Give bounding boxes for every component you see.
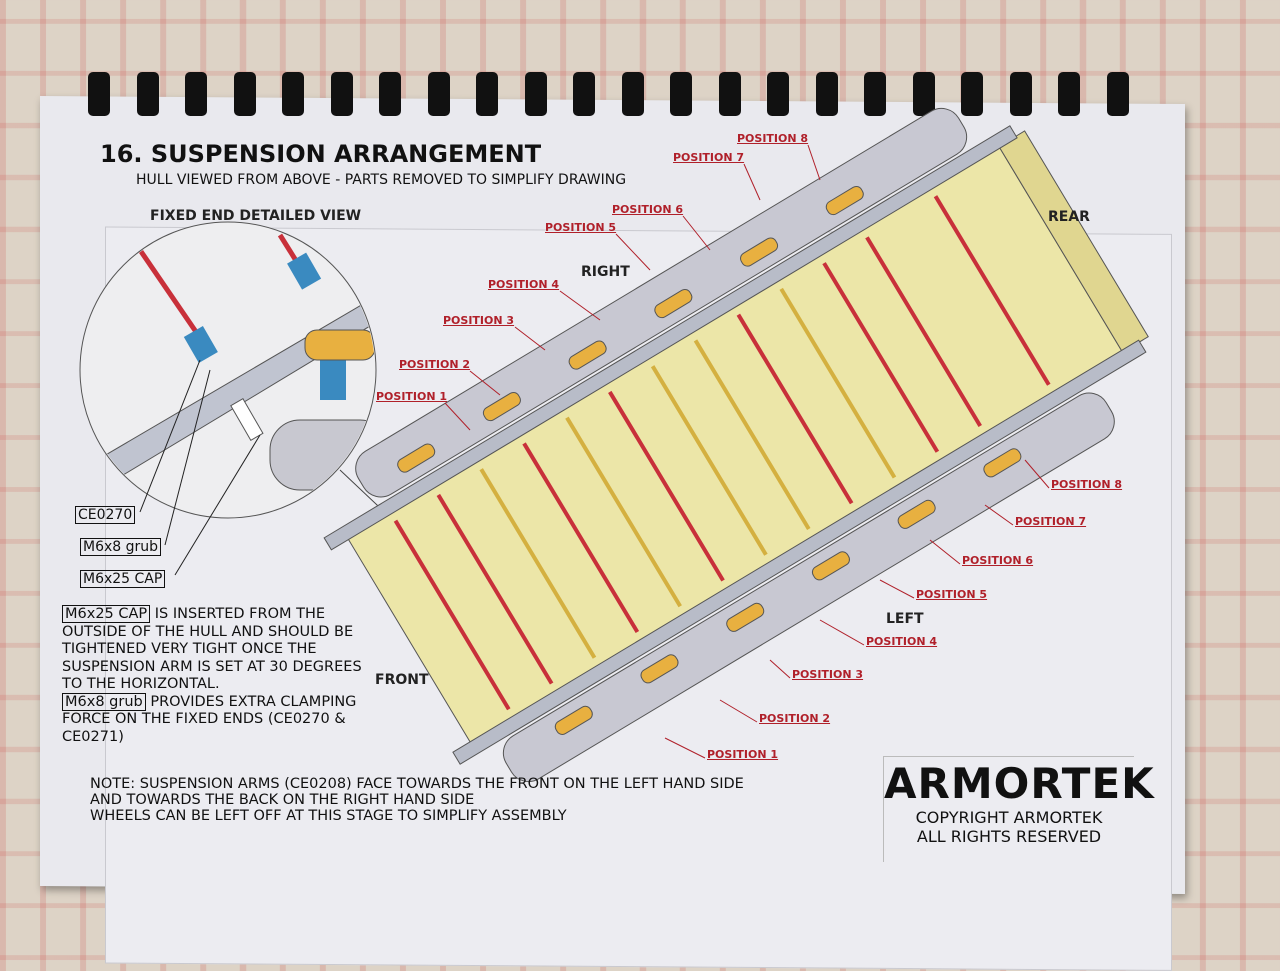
note-line-3: WHEELS CAN BE LEFT OFF AT THIS STAGE TO …: [90, 808, 567, 824]
right-position-7: POSITION 7: [673, 151, 745, 164]
right-position-1: POSITION 1: [376, 390, 448, 403]
hull: [323, 107, 1149, 783]
page-title: 16. SUSPENSION ARRANGEMENT: [100, 140, 542, 168]
para2-part: M6x8 grub: [62, 692, 146, 711]
right-position-2: POSITION 2: [399, 358, 471, 371]
page-subtitle: HULL VIEWED FROM ABOVE - PARTS REMOVED T…: [136, 172, 627, 188]
right-position-5: POSITION 5: [545, 221, 617, 234]
brand-block: ARMORTEK COPYRIGHT ARMORTEK ALL RIGHTS R…: [883, 756, 1155, 862]
callout-m6x25-cap: M6x25 CAP: [80, 570, 166, 588]
note-line-1: NOTE: SUSPENSION ARMS (CE0208) FACE TOWA…: [90, 776, 744, 792]
callout-ce0270: CE0270: [75, 506, 136, 524]
note-line-2: AND TOWARDS THE BACK ON THE RIGHT HAND S…: [90, 792, 475, 808]
left-position-8: POSITION 8: [1051, 478, 1123, 491]
copyright-line-1: COPYRIGHT ARMORTEK: [915, 808, 1103, 827]
instructions-text: M6x25 CAP IS INSERTED FROM THE OUTSIDE O…: [62, 605, 362, 746]
para1-text: IS INSERTED FROM THE OUTSIDE OF THE HULL…: [62, 606, 362, 692]
label-rear: REAR: [1048, 209, 1090, 225]
copyright-line-2: ALL RIGHTS RESERVED: [916, 827, 1102, 846]
detail-heading: FIXED END DETAILED VIEW: [150, 208, 362, 224]
detail-view-circle: [79, 221, 521, 641]
brand-logo: ARMORTEK: [884, 759, 1155, 808]
left-position-6: POSITION 6: [962, 554, 1034, 567]
left-position-2: POSITION 2: [759, 712, 831, 725]
left-position-3: POSITION 3: [792, 668, 864, 681]
label-right: RIGHT: [581, 264, 630, 280]
spiral-binding: [88, 72, 1148, 124]
left-position-7: POSITION 7: [1015, 515, 1087, 528]
label-front: FRONT: [375, 672, 429, 688]
left-position-1: POSITION 1: [707, 748, 779, 761]
right-position-4: POSITION 4: [488, 278, 560, 291]
right-position-3: POSITION 3: [443, 314, 515, 327]
right-position-6: POSITION 6: [612, 203, 684, 216]
callout-m6x8-grub: M6x8 grub: [80, 538, 162, 556]
para1-part: M6x25 CAP: [62, 605, 151, 623]
assembly-note: NOTE: SUSPENSION ARMS (CE0208) FACE TOWA…: [90, 776, 744, 824]
para2-text: PROVIDES EXTRA CLAMPING FORCE ON THE FIX…: [62, 693, 357, 745]
left-position-5: POSITION 5: [916, 588, 988, 601]
left-position-4: POSITION 4: [866, 635, 938, 648]
label-left: LEFT: [886, 611, 924, 627]
right-position-8: POSITION 8: [737, 132, 809, 145]
